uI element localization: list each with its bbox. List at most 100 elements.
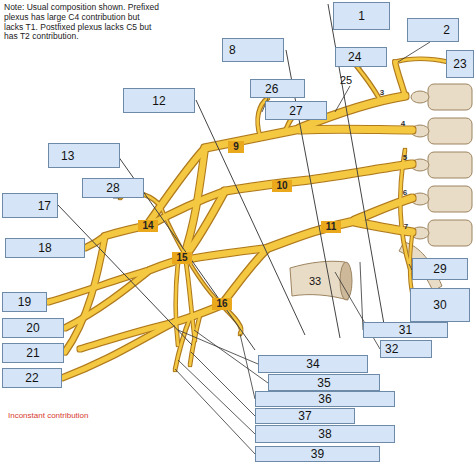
root-number: 6: [400, 188, 410, 197]
note-text: Note: Usual composition shown. Prefixed …: [4, 3, 159, 42]
segment-number: 15: [172, 252, 192, 264]
nerve-root: [395, 62, 405, 96]
root-number: 7: [401, 222, 411, 231]
clavicle: [290, 261, 348, 300]
label-box: 2: [407, 18, 459, 42]
division-line: [196, 100, 305, 335]
nerve-branch: [65, 270, 150, 328]
segment-number: 14: [138, 220, 158, 232]
root-number: 3: [377, 88, 387, 97]
label-box: 28: [82, 178, 144, 198]
leader-line: [240, 334, 255, 399]
callout-number: 36: [318, 393, 331, 405]
leader-line: [175, 369, 255, 454]
leader-line: [335, 86, 350, 112]
legend-note: Inconstant contribution: [8, 411, 148, 420]
label-box: 20: [2, 318, 64, 338]
root-number: 4: [398, 119, 408, 128]
label-box: 36: [255, 391, 395, 407]
leader-line: [191, 352, 255, 416]
segment-number: 10: [272, 180, 292, 192]
callout-number: 13: [61, 150, 74, 162]
segment-number: 9: [228, 141, 244, 153]
callout-number: 2: [443, 24, 450, 36]
nerve-division: [222, 248, 268, 304]
nerves: [48, 58, 448, 378]
nerve-root: [300, 126, 412, 134]
label-box: 34: [258, 355, 368, 373]
callout-number: 30: [433, 299, 446, 311]
label-box: 35: [268, 374, 380, 391]
label-box: 17: [2, 193, 58, 218]
segment-number: 16: [212, 298, 232, 310]
leader-line: [398, 42, 430, 62]
nerve-branch: [176, 262, 178, 345]
nerve-division: [184, 191, 225, 258]
label-box: 31: [363, 322, 448, 338]
segment-number: 11: [321, 221, 341, 233]
callout-number: 22: [25, 372, 38, 384]
label-box: 21: [2, 343, 64, 363]
callout-number: 29: [433, 263, 446, 275]
callout-number: 12: [152, 95, 165, 107]
vertebra: [428, 84, 472, 110]
vertebra: [428, 152, 472, 178]
callout-number: 19: [18, 296, 31, 308]
callout-number: 17: [38, 200, 51, 212]
callout-number: 8: [229, 44, 236, 56]
nerve-root: [355, 222, 412, 232]
label-box: 8: [222, 38, 284, 62]
vertebra: [428, 118, 472, 144]
root-number: 5: [400, 153, 410, 162]
callout-number: 24: [348, 51, 361, 63]
label-box: 39: [255, 446, 380, 462]
callout-number: 31: [399, 324, 412, 336]
vertebra: [428, 186, 472, 212]
callout-number: 20: [26, 322, 39, 334]
callout-number: 34: [306, 358, 319, 370]
nerve-branch: [190, 315, 200, 365]
callout-number: 28: [106, 182, 119, 194]
label-box: 19: [2, 292, 47, 312]
label-box: 26: [250, 79, 305, 98]
label-box: 30: [410, 288, 470, 322]
nerve-branch: [175, 318, 190, 370]
callout-number: 27: [289, 105, 302, 117]
label-box: 22: [2, 368, 62, 388]
leader-lines: [113, 42, 430, 454]
label-box: 29: [412, 258, 468, 280]
callout-number: 25: [336, 74, 356, 87]
label-box: 12: [123, 88, 195, 113]
nerve-branch: [395, 59, 448, 62]
callout-number: 33: [304, 275, 326, 288]
nerve-branch: [62, 322, 175, 378]
callout-number: 26: [265, 83, 278, 95]
label-box: 24: [335, 47, 387, 67]
label-box: 27: [265, 101, 327, 120]
division-line: [58, 205, 192, 345]
nerve-trunk: [225, 164, 412, 191]
callout-number: 1: [358, 10, 365, 22]
nerve-trunk: [268, 221, 355, 248]
callout-number: 21: [26, 347, 39, 359]
vertebra: [428, 220, 472, 246]
callout-number: 32: [385, 343, 398, 355]
callout-number: 38: [318, 428, 331, 440]
callout-number: 35: [317, 377, 330, 389]
label-box: 23: [446, 50, 474, 78]
label-box: 18: [5, 238, 85, 258]
label-box: 13: [48, 143, 120, 168]
callout-number: 18: [38, 242, 51, 254]
label-box: 38: [255, 425, 395, 443]
leader-line: [194, 330, 268, 383]
clavicle-cut: [340, 262, 352, 300]
nerve-branch: [400, 150, 410, 268]
nerve-division: [184, 248, 268, 260]
callout-number: 39: [311, 448, 324, 460]
label-box: 1: [333, 2, 390, 30]
callout-number: 37: [298, 410, 311, 422]
label-box: 37: [255, 408, 355, 424]
